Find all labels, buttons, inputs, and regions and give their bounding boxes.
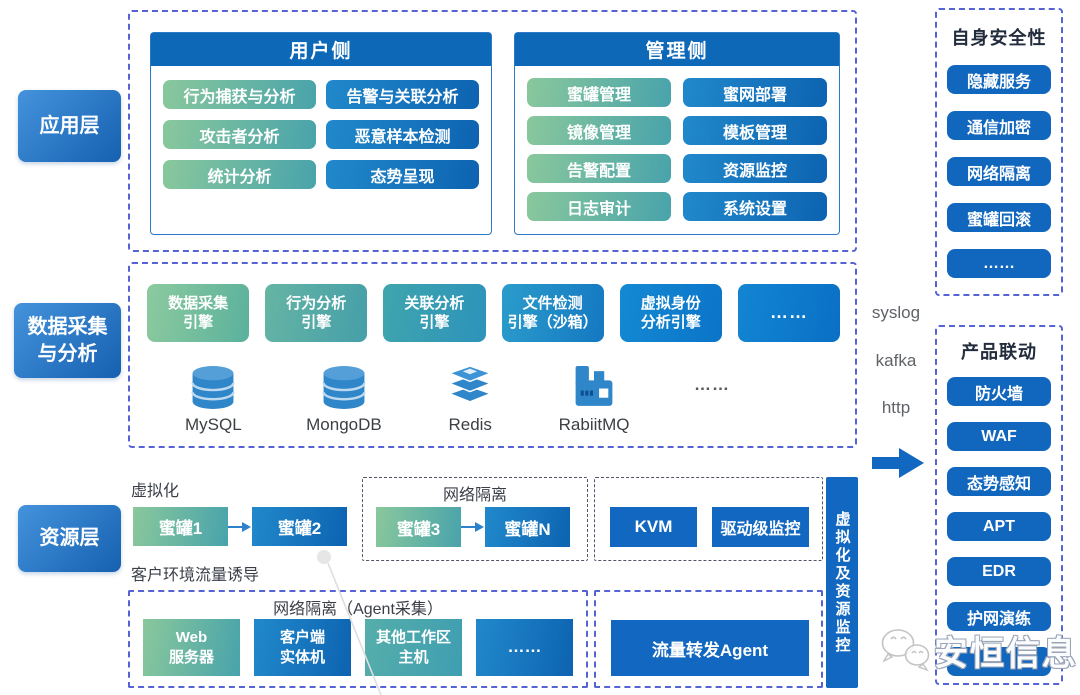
kvm-block: KVM xyxy=(610,507,697,547)
block-more: …… xyxy=(476,619,573,676)
product-linkage-title: 产品联动 xyxy=(961,342,1037,362)
honeypot-3: 蜜罐3 xyxy=(376,507,461,547)
user-side-header: 用户侧 xyxy=(151,33,491,66)
rabbitmq-icon xyxy=(575,366,613,406)
item-situation-awareness: 态势感知 xyxy=(947,467,1051,496)
button-system-settings: 系统设置 xyxy=(683,192,827,221)
button-resource-monitor: 资源监控 xyxy=(683,154,827,183)
item-apt: APT xyxy=(947,512,1051,541)
engine-row: 数据采集 引擎 行为分析 引擎 关联分析 引擎 文件检测 引擎（沙箱） 虚拟身份… xyxy=(147,284,841,342)
wechat-icon xyxy=(881,629,930,672)
layer-label-text: 资源层 xyxy=(39,527,100,549)
layer-label-data-collection: 数据采集 与分析 xyxy=(14,303,121,378)
honeypot-flow-1: 蜜罐1 蜜罐2 xyxy=(133,507,347,546)
agent-collection-title: 网络隔离（Agent采集） xyxy=(273,601,443,618)
block-web-server: Web 服务器 xyxy=(143,619,240,676)
self-security-title: 自身安全性 xyxy=(951,28,1047,48)
agent-collection-box: 网络隔离（Agent采集） Web 服务器 客户端 实体机 其他工作区 主机 …… xyxy=(128,590,588,688)
item-network-isolation: 网络隔离 xyxy=(947,157,1051,186)
engine-correlation-analysis: 关联分析 引擎 xyxy=(383,284,486,342)
item-firewall: 防火墙 xyxy=(947,377,1051,406)
engine-data-collection: 数据采集 引擎 xyxy=(147,284,250,342)
agent-blocks: Web 服务器 客户端 实体机 其他工作区 主机 …… xyxy=(143,619,573,676)
database-more-label: …… xyxy=(693,374,730,394)
analysis-layer-box: 数据采集 引擎 行为分析 引擎 关联分析 引擎 文件检测 引擎（沙箱） 虚拟身份… xyxy=(128,262,857,448)
honeypot-2: 蜜罐2 xyxy=(252,507,347,546)
db-rabbitmq: RabiitMQ xyxy=(559,364,630,435)
user-side-buttons: 行为捕获与分析 告警与关联分析 攻击者分析 恶意样本检测 统计分析 态势呈现 xyxy=(151,66,491,189)
item-honeypot-rollback: 蜜罐回滚 xyxy=(947,203,1051,232)
driver-monitor-block: 驱动级监控 xyxy=(712,507,809,547)
block-other-workzone-host: 其他工作区 主机 xyxy=(365,619,462,676)
button-template-mgmt: 模板管理 xyxy=(683,116,827,145)
database-cylinder-icon xyxy=(322,366,366,409)
kvm-box: KVM 驱动级监控 xyxy=(594,477,823,561)
engine-virtual-identity: 虚拟身份 分析引擎 xyxy=(619,284,722,342)
protocol-syslog: syslog xyxy=(871,303,921,322)
flow-arrow-icon xyxy=(872,448,924,478)
button-image-mgmt: 镜像管理 xyxy=(527,116,671,145)
layer-label-text-line1: 数据采集 xyxy=(27,315,108,338)
honeypot-n: 蜜罐N xyxy=(485,507,570,547)
layer-label-text: 应用层 xyxy=(39,114,100,137)
honeypot-flow-2: 蜜罐3 蜜罐N xyxy=(376,507,570,547)
management-side-buttons: 蜜罐管理 蜜网部署 镜像管理 模板管理 告警配置 资源监控 日志审计 系统设置 xyxy=(515,66,839,221)
database-row: MySQL MongoDB Redis xyxy=(185,364,730,435)
brand-text: 安恒信息 xyxy=(934,634,1078,673)
user-side-panel: 用户侧 行为捕获与分析 告警与关联分析 攻击者分析 恶意样本检测 统计分析 态势… xyxy=(150,32,492,235)
application-layer-box: 用户侧 行为捕获与分析 告警与关联分析 攻击者分析 恶意样本检测 统计分析 态势… xyxy=(128,10,857,252)
virtualization-resource-monitor-bar: 虚拟化及资源监控 xyxy=(826,477,858,688)
redis-stack-icon xyxy=(447,365,493,403)
engine-behavior-analysis: 行为分析 引擎 xyxy=(265,284,368,342)
database-cylinder-icon xyxy=(191,366,236,409)
self-security-box: 自身安全性 隐藏服务 通信加密 网络隔离 蜜罐回滚 …… xyxy=(935,8,1063,296)
button-attacker-analysis: 攻击者分析 xyxy=(163,120,316,149)
db-mongodb: MongoDB xyxy=(306,364,382,435)
virtualization-label: 虚拟化 xyxy=(131,483,180,500)
button-log-audit: 日志审计 xyxy=(527,192,671,221)
management-side-header: 管理侧 xyxy=(515,33,839,66)
watermark-line xyxy=(317,550,382,695)
layer-label-application: 应用层 xyxy=(18,90,121,162)
traffic-induction-label: 客户环境流量诱导 xyxy=(131,567,260,584)
traffic-agent-block: 流量转发Agent xyxy=(611,620,809,676)
item-network-drill: 护网演练 xyxy=(947,602,1051,631)
button-malicious-sample: 恶意样本检测 xyxy=(326,120,479,149)
button-statistics: 统计分析 xyxy=(163,160,316,189)
button-alert-config: 告警配置 xyxy=(527,154,671,183)
protocol-kafka: kafka xyxy=(875,351,917,370)
db-redis: Redis xyxy=(446,364,494,435)
arrow-right-icon xyxy=(461,522,484,532)
item-waf: WAF xyxy=(947,422,1051,451)
button-honeynet-deploy: 蜜网部署 xyxy=(683,78,827,107)
self-security-items: 隐藏服务 通信加密 网络隔离 蜜罐回滚 …… xyxy=(937,65,1061,278)
layer-label-text-line2: 与分析 xyxy=(37,342,98,365)
button-behavior-capture: 行为捕获与分析 xyxy=(163,80,316,109)
network-isolation-title: 网络隔离 xyxy=(442,487,507,504)
honeypot-1: 蜜罐1 xyxy=(133,507,228,546)
item-comm-encryption: 通信加密 xyxy=(947,111,1051,140)
engine-more: …… xyxy=(737,284,841,342)
brand-watermark: 安恒信息 xyxy=(876,624,1078,676)
button-honeypot-mgmt: 蜜罐管理 xyxy=(527,78,671,107)
db-mysql: MySQL xyxy=(185,364,242,435)
item-edr: EDR xyxy=(947,557,1051,586)
traffic-agent-box: 流量转发Agent xyxy=(594,590,823,688)
button-alert-correlation: 告警与关联分析 xyxy=(326,80,479,109)
button-situation-display: 态势呈现 xyxy=(326,160,479,189)
arrow-right-icon xyxy=(228,521,251,532)
network-isolation-box: 网络隔离 蜜罐3 蜜罐N xyxy=(362,477,588,561)
item-hidden-service: 隐藏服务 xyxy=(947,65,1051,94)
item-obscured xyxy=(947,647,1051,676)
block-client-machine: 客户端 实体机 xyxy=(254,619,351,676)
engine-file-detection-sandbox: 文件检测 引擎（沙箱） xyxy=(501,284,604,342)
management-side-panel: 管理侧 蜜罐管理 蜜网部署 镜像管理 模板管理 告警配置 资源监控 日志审计 系… xyxy=(514,32,840,235)
product-linkage-box: 产品联动 防火墙 WAF 态势感知 APT EDR 护网演练 xyxy=(935,325,1063,685)
product-linkage-items: 防火墙 WAF 态势感知 APT EDR 护网演练 xyxy=(937,377,1061,676)
protocol-http: http xyxy=(881,398,911,417)
layer-label-resource: 资源层 xyxy=(18,505,121,572)
item-more: …… xyxy=(947,249,1051,278)
